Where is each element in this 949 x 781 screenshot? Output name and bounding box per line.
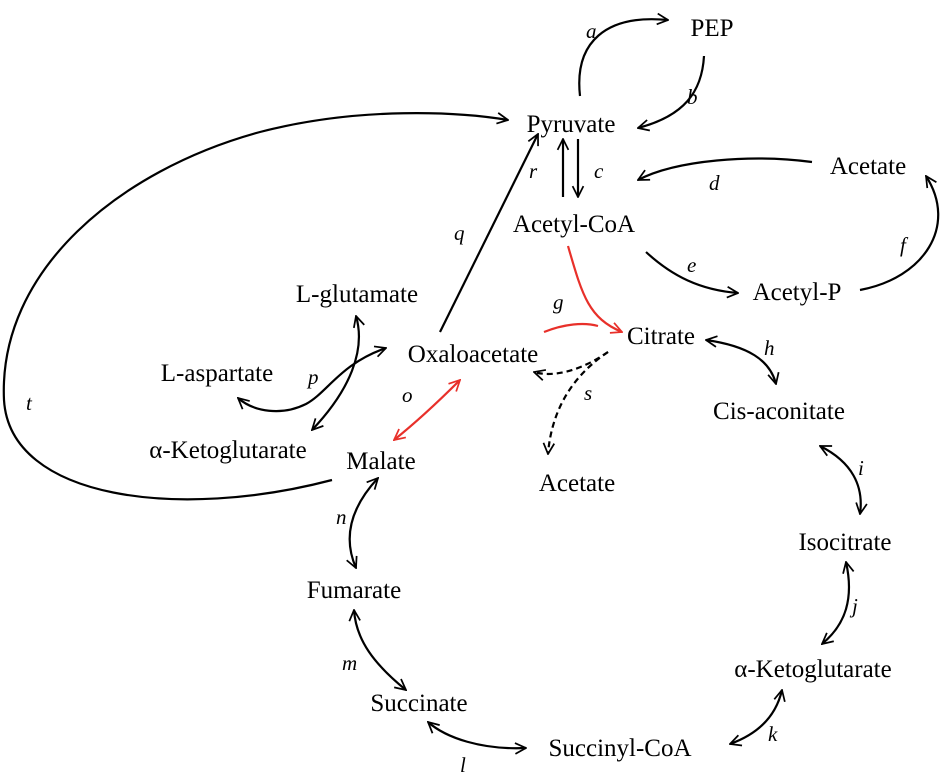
reaction-label-e: e — [687, 253, 696, 277]
metabolite-oxaloacetate: Oxaloacetate — [408, 341, 538, 368]
arrow-q — [439, 134, 539, 333]
metabolite-acetate-bottom: Acetate — [539, 470, 615, 497]
arrow-b — [638, 55, 706, 128]
metabolite-succinyl-coa: Succinyl-CoA — [548, 735, 691, 762]
metabolite-fumarate: Fumarate — [307, 577, 401, 604]
reaction-label-r: r — [529, 159, 538, 183]
metabolite-succinate: Succinate — [370, 690, 467, 717]
arrow-e — [645, 251, 738, 293]
arrow-s-acetate — [548, 351, 609, 454]
metabolite-citrate: Citrate — [627, 323, 695, 350]
arrow-g — [566, 245, 622, 332]
arrow-h — [706, 340, 776, 384]
arrow-a — [578, 19, 668, 97]
reaction-label-c: c — [594, 159, 604, 183]
metabolite-isocitrate: Isocitrate — [798, 529, 891, 556]
arrow-o — [394, 380, 460, 440]
reaction-label-k: k — [768, 722, 778, 746]
arrow-t — [2, 112, 508, 501]
reaction-label-h: h — [764, 336, 775, 360]
arrow-k — [730, 690, 782, 744]
arrow-j — [822, 562, 849, 644]
metabolite-acetate-top: Acetate — [830, 153, 906, 180]
arrow-l — [428, 722, 526, 748]
reaction-label-n: n — [336, 505, 347, 529]
reaction-label-s: s — [584, 381, 592, 405]
reaction-label-f: f — [900, 233, 909, 257]
reaction-label-o: o — [402, 383, 413, 407]
reaction-label-q: q — [454, 221, 465, 245]
arrow-p-glutamate — [312, 316, 359, 430]
reaction-label-p: p — [306, 365, 319, 389]
metabolite-acetyl-p: Acetyl-P — [753, 279, 842, 306]
arrow-s-oaa — [534, 351, 609, 374]
arrow-d — [638, 157, 813, 181]
metabolite-alpha-ketoglutarate-left: α-Ketoglutarate — [149, 437, 306, 464]
metabolite-pyruvate: Pyruvate — [527, 111, 616, 138]
arrow-m — [354, 610, 406, 690]
arrow-g-oaa-branch — [543, 322, 599, 334]
arrow-f — [859, 176, 940, 292]
reaction-label-g: g — [553, 290, 564, 314]
reaction-label-j: j — [849, 594, 858, 618]
metabolite-l-aspartate: L-aspartate — [161, 360, 273, 387]
reaction-label-t: t — [26, 391, 33, 415]
metabolite-malate: Malate — [346, 448, 415, 475]
metabolite-l-glutamate: L-glutamate — [296, 281, 418, 308]
reaction-label-b: b — [687, 85, 698, 109]
metabolite-cis-aconitate: Cis-aconitate — [713, 398, 845, 425]
reaction-label-l: l — [460, 753, 466, 777]
metabolite-pep: PEP — [690, 15, 733, 42]
reaction-label-m: m — [342, 651, 357, 675]
reaction-label-d: d — [709, 171, 720, 195]
metabolite-acetyl-coa: Acetyl-CoA — [513, 211, 635, 238]
metabolite-alpha-ketoglutarate-right: α-Ketoglutarate — [734, 656, 891, 683]
arrow-n — [350, 478, 378, 568]
arrow-i — [820, 445, 861, 514]
reaction-label-a: a — [586, 19, 597, 43]
reaction-label-i: i — [858, 456, 864, 480]
